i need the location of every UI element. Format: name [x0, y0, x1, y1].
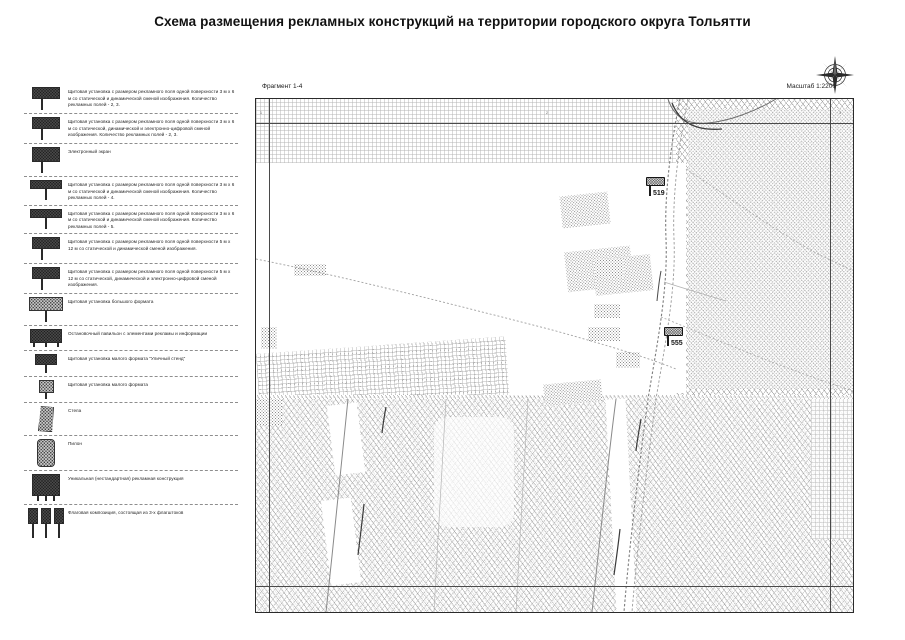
map-canvas[interactable]: 1 2 3 519 555	[255, 98, 854, 613]
legend-item: Уникальная (нестандартная) рекламная кон…	[24, 471, 238, 506]
billboard-marker-pole	[649, 186, 652, 196]
legend-item: Щитовая установка малого формата	[24, 377, 238, 404]
electronic-screen-icon	[24, 146, 68, 173]
legend-item-label: Щитовая установка с размером рекламного …	[68, 239, 231, 251]
map-building	[596, 259, 624, 277]
map-grid-line-vertical	[269, 99, 270, 612]
legend-item: Щитовая установка с размером рекламного …	[24, 114, 238, 144]
legend-item: Пилон	[24, 436, 238, 472]
legend-item-label: Щитовая установка большого формата	[68, 299, 154, 305]
map-building	[294, 264, 326, 276]
legend-item-label: Флаговая композиция, состоящая из 3-х фл…	[68, 510, 184, 516]
map-marker-label: 519	[653, 190, 665, 197]
billboard-marker-icon	[664, 327, 683, 336]
map-marker-555[interactable]: 555	[664, 327, 683, 347]
legend-item-label: Щитовая установка с размером рекламного …	[68, 269, 231, 288]
legend-item: Щитовая установка с размером рекламного …	[24, 206, 238, 235]
legend-item-label: Остановочный павильон с элементами рекла…	[68, 331, 208, 337]
large-format-billboard-icon	[24, 296, 68, 323]
billboard-3x6-five-fields-icon	[24, 208, 68, 229]
map-zone-industrial-north-b	[256, 99, 556, 171]
legend-item: Щитовая установка с размером рекламного …	[24, 177, 238, 206]
legend-item: Щитовая установка с размером рекламного …	[24, 234, 238, 265]
legend-item-label: Пилон	[68, 441, 82, 447]
map-zone-residential-east-overlay	[688, 109, 853, 389]
map-corner-label: 3	[839, 111, 841, 115]
small-format-billboard-icon	[24, 379, 68, 400]
legend-item: Щитовая установка с размером рекламного …	[24, 84, 238, 114]
map-corner-label: 2	[546, 111, 548, 115]
map-zone-southeast-blocks	[811, 399, 853, 539]
map-marker-519[interactable]: 519	[646, 177, 665, 197]
map-courtyard	[434, 417, 514, 527]
compass-rose-icon	[812, 52, 858, 98]
map-roads-layer	[256, 99, 853, 612]
billboard-5x12-static-dynamic-icon	[24, 236, 68, 261]
fragment-label: Фрагмент 1-4	[262, 83, 303, 90]
map-building	[594, 304, 620, 318]
stela-icon	[24, 405, 68, 433]
legend-item: Электронный экран	[24, 144, 238, 177]
unique-construction-icon	[24, 473, 68, 502]
legend-item: Флаговая композиция, состоящая из 3-х фл…	[24, 505, 238, 541]
legend-item: Стела	[24, 403, 238, 437]
legend-item-label: Электронный экран	[68, 149, 111, 154]
map-marker-label: 555	[671, 340, 683, 347]
legend-item-label: Щитовая установка малого формата "Уличны…	[68, 356, 186, 362]
legend-item-label: Щитовая установка малого формата	[68, 382, 148, 388]
legend-item-label: Стела	[68, 408, 82, 414]
legend-item-label: Уникальная (нестандартная) рекламная кон…	[68, 476, 184, 482]
scale-label: Масштаб 1:2200	[786, 83, 837, 90]
billboard-5x12-digital-icon	[24, 266, 68, 291]
legend-item-label: Щитовая установка с размером рекламного …	[68, 89, 235, 108]
legend-item-label: Щитовая установка с размером рекламного …	[68, 119, 235, 138]
map-building	[616, 352, 640, 368]
billboard-3x6-static-dynamic-icon	[24, 86, 68, 110]
map-grid-line-vertical	[830, 99, 831, 612]
page-title: Схема размещения рекламных конструкций н…	[154, 14, 751, 29]
map-building	[588, 327, 620, 341]
legend: Щитовая установка с размером рекламного …	[24, 84, 238, 541]
billboard-marker-pole	[667, 336, 670, 346]
map-corner-label: 1	[260, 111, 262, 115]
billboard-3x6-four-fields-icon	[24, 179, 68, 200]
legend-item: Щитовая установка большого формата	[24, 294, 238, 327]
legend-item: Щитовая установка малого формата "Уличны…	[24, 351, 238, 378]
map-grid-line-horizontal	[256, 123, 853, 124]
flag-composition-icon	[24, 507, 68, 539]
map-header: Фрагмент 1-4 Масштаб 1:2200	[258, 80, 852, 96]
small-format-street-stand-icon	[24, 353, 68, 374]
legend-item: Щитовая установка с размером рекламного …	[24, 264, 238, 295]
billboard-3x6-digital-icon	[24, 116, 68, 140]
legend-item-label: Щитовая установка с размером рекламного …	[68, 210, 235, 229]
bus-stop-pavilion-icon	[24, 328, 68, 348]
map-grid-line-horizontal	[256, 586, 853, 587]
legend-item-label: Щитовая установка с размером рекламного …	[68, 182, 235, 201]
legend-item: Остановочный павильон с элементами рекла…	[24, 326, 238, 352]
pylon-icon	[24, 438, 68, 468]
billboard-marker-icon	[646, 177, 665, 186]
